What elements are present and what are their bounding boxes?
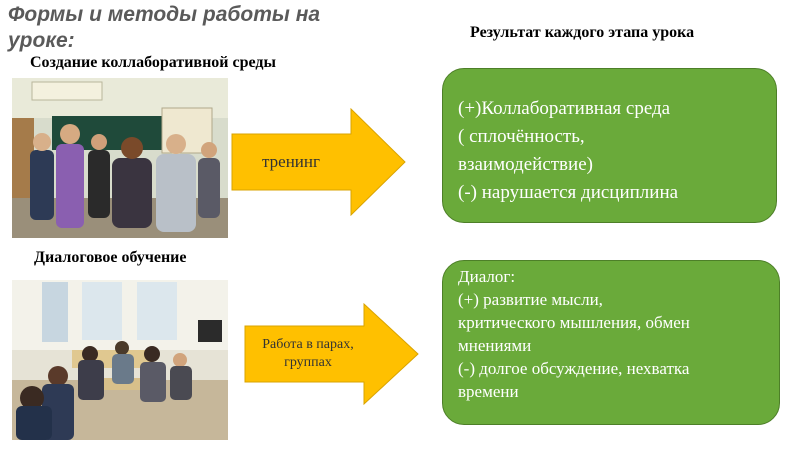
result-line: критического мышления, обмен <box>458 313 690 332</box>
collaborative-result-box: (+)Коллаборативная среда ( сплочённость,… <box>442 68 777 223</box>
result-line: времени <box>458 382 519 401</box>
section-label-dialogue: Диалоговое обучение <box>34 249 187 266</box>
result-line: (-) долгое обсуждение, нехватка <box>458 359 690 378</box>
training-arrow: тренинг <box>231 107 406 217</box>
result-line: мнениями <box>458 336 532 355</box>
result-line: Диалог: <box>458 267 516 286</box>
result-line: (+)Коллаборативная среда <box>458 98 671 119</box>
section-label-collaborative: Создание коллаборативной среды <box>30 54 276 71</box>
pair-work-arrow: Работа в парах, группах <box>244 302 419 406</box>
result-line: ( сплочённость, <box>458 126 585 147</box>
result-line: взаимодействие) <box>458 154 593 175</box>
result-line: (-) нарушается дисциплина <box>458 182 679 203</box>
classroom-training-photo <box>12 78 228 238</box>
dialogue-result-box: Диалог: (+) развитие мысли, критического… <box>442 260 780 425</box>
training-arrow-label: тренинг <box>262 152 320 171</box>
classroom-group-work-photo <box>12 280 228 440</box>
result-heading: Результат каждого этапа урока <box>470 24 695 41</box>
result-line: (+) развитие мысли, <box>458 290 603 309</box>
pair-work-arrow-label: Работа в парах, группах <box>262 337 354 370</box>
slide-title: Формы и методы работы на уроке: <box>8 3 321 52</box>
